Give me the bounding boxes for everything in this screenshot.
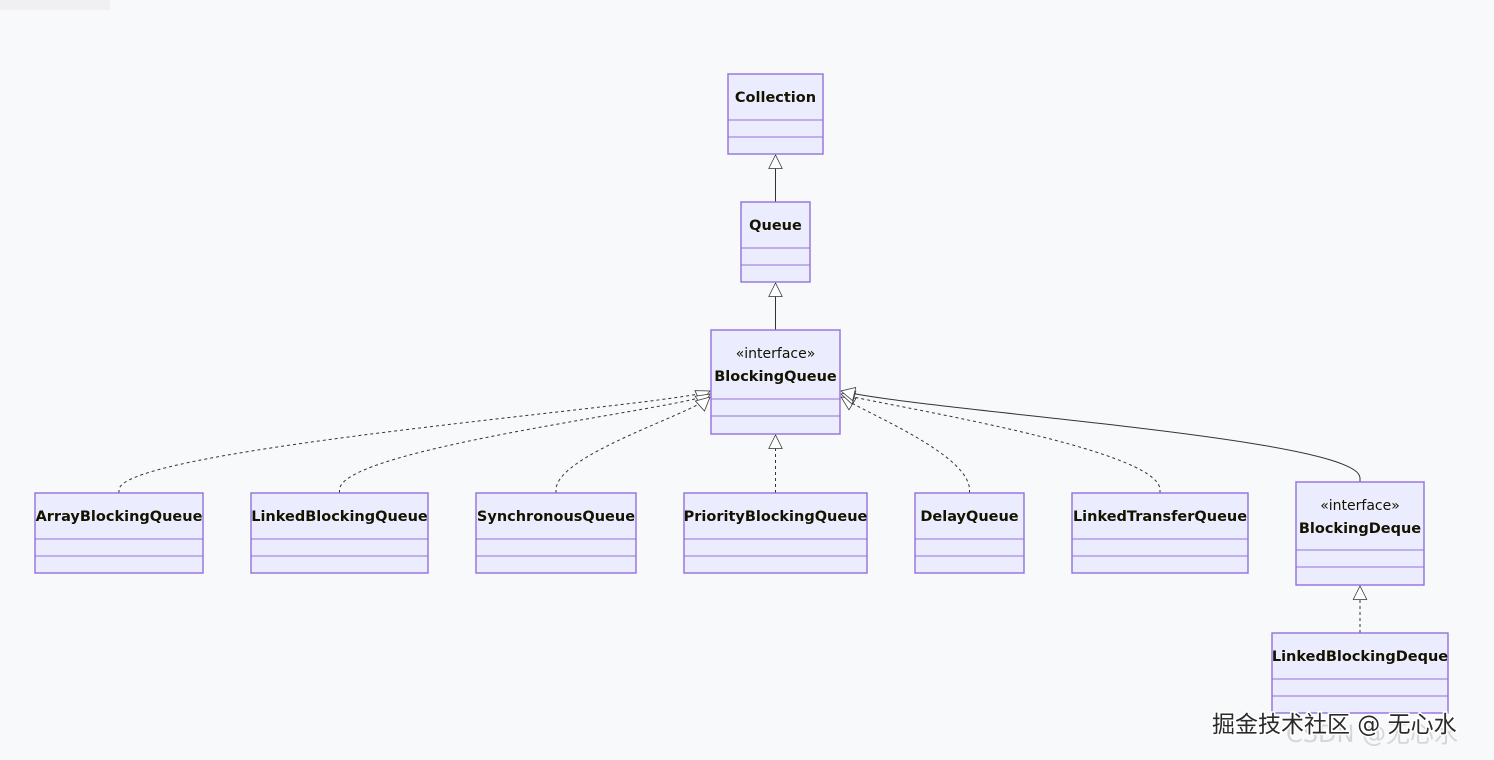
class-box [740,201,811,283]
class-name: PriorityBlockingQueue [684,509,868,525]
class-box [1071,492,1249,574]
class-node-linkedblockingqueue[interactable]: LinkedBlockingQueue [250,492,429,574]
edges [118,155,1361,633]
class-stereotype: «interface» [736,346,816,362]
class-box [727,73,824,155]
class-box [683,492,868,574]
edge-linkedtransferqueue-to-blockingqueue-realization [841,394,1161,493]
edge-delayqueue-to-blockingqueue-realization [841,397,970,493]
class-node-linkedtransferqueue[interactable]: LinkedTransferQueue [1071,492,1249,574]
top-left-bar [0,0,110,10]
class-name: BlockingDeque [1299,521,1421,537]
class-box [1271,632,1449,714]
class-name: ArrayBlockingQueue [36,509,203,525]
class-name: Queue [749,218,802,234]
class-node-collection[interactable]: Collection [727,73,824,155]
class-node-synchronousqueue[interactable]: SynchronousQueue [475,492,637,574]
class-node-delayqueue[interactable]: DelayQueue [914,492,1025,574]
class-box [475,492,637,574]
watermark-csdn: CSDN @无心水 [1286,720,1458,748]
class-node-queue[interactable]: Queue [740,201,811,283]
class-box [34,492,204,574]
class-box [250,492,429,574]
edge-synchronousqueue-to-blockingqueue-realization [555,397,710,493]
edge-blockingdeque-to-blockingqueue-inheritance [841,391,1361,482]
watermark-juejin: 掘金技术社区 @ 无心水 [1212,712,1457,738]
class-stereotype: «interface» [1320,498,1400,514]
class-node-blockingqueue[interactable]: «interface» BlockingQueue [710,329,841,435]
edge-arrayblockingqueue-to-blockingqueue-realization [118,391,710,493]
class-box [1295,481,1425,586]
class-name: SynchronousQueue [477,509,635,525]
class-node-blockingdeque[interactable]: «interface» BlockingDeque [1295,481,1425,586]
class-name: DelayQueue [920,509,1018,525]
class-box [710,329,841,435]
class-node-arrayblockingqueue[interactable]: ArrayBlockingQueue [34,492,204,574]
class-name: LinkedBlockingQueue [251,509,428,525]
class-name: LinkedTransferQueue [1073,509,1247,525]
class-node-linkedblockingdeque[interactable]: LinkedBlockingDeque [1271,632,1449,714]
edge-linkedblockingqueue-to-blockingqueue-realization [339,394,711,493]
class-name: Collection [735,90,816,106]
class-name: LinkedBlockingDeque [1272,649,1448,665]
class-name: BlockingQueue [714,369,837,385]
class-node-priorityblockingqueue[interactable]: PriorityBlockingQueue [683,492,868,574]
class-box [914,492,1025,574]
